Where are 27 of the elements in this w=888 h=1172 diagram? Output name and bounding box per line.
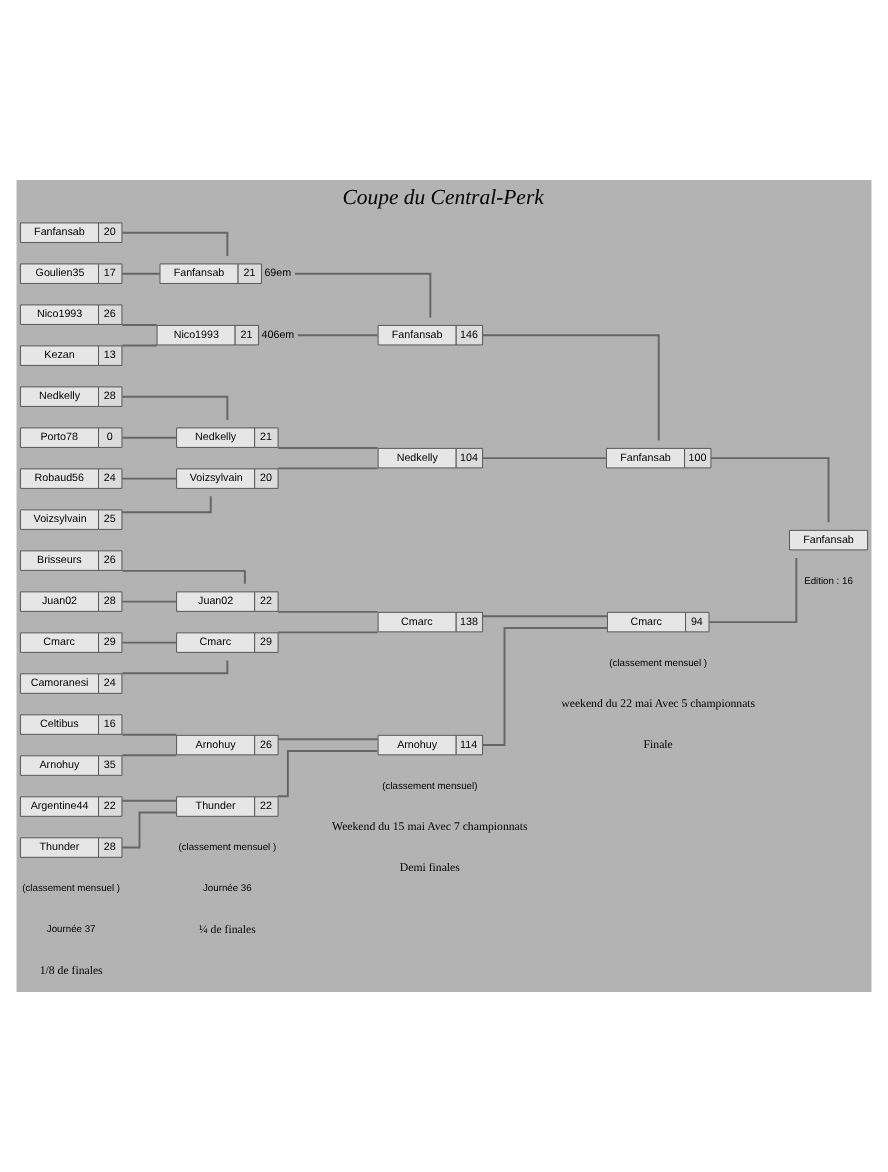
connector xyxy=(293,272,432,319)
connector xyxy=(121,799,178,802)
connector xyxy=(277,749,379,798)
connector xyxy=(121,659,229,675)
connector xyxy=(121,495,212,514)
connector xyxy=(277,631,379,634)
connector xyxy=(121,272,161,275)
connector xyxy=(277,738,379,741)
connector xyxy=(481,334,660,442)
connector xyxy=(121,477,178,480)
connector xyxy=(709,457,830,524)
connector xyxy=(121,754,178,757)
connector xyxy=(121,569,246,585)
connector xyxy=(277,446,379,449)
connector xyxy=(121,436,178,439)
connector xyxy=(277,610,379,613)
connector xyxy=(296,334,379,337)
connector xyxy=(121,600,178,603)
connector xyxy=(121,323,158,326)
connector xyxy=(481,615,609,618)
connector xyxy=(121,733,178,736)
connector xyxy=(481,457,607,460)
connector xyxy=(121,641,178,644)
connector xyxy=(708,556,798,624)
connector xyxy=(277,467,379,470)
diagram-title: Coupe du Central-Perk xyxy=(342,186,544,211)
connector xyxy=(121,344,158,347)
